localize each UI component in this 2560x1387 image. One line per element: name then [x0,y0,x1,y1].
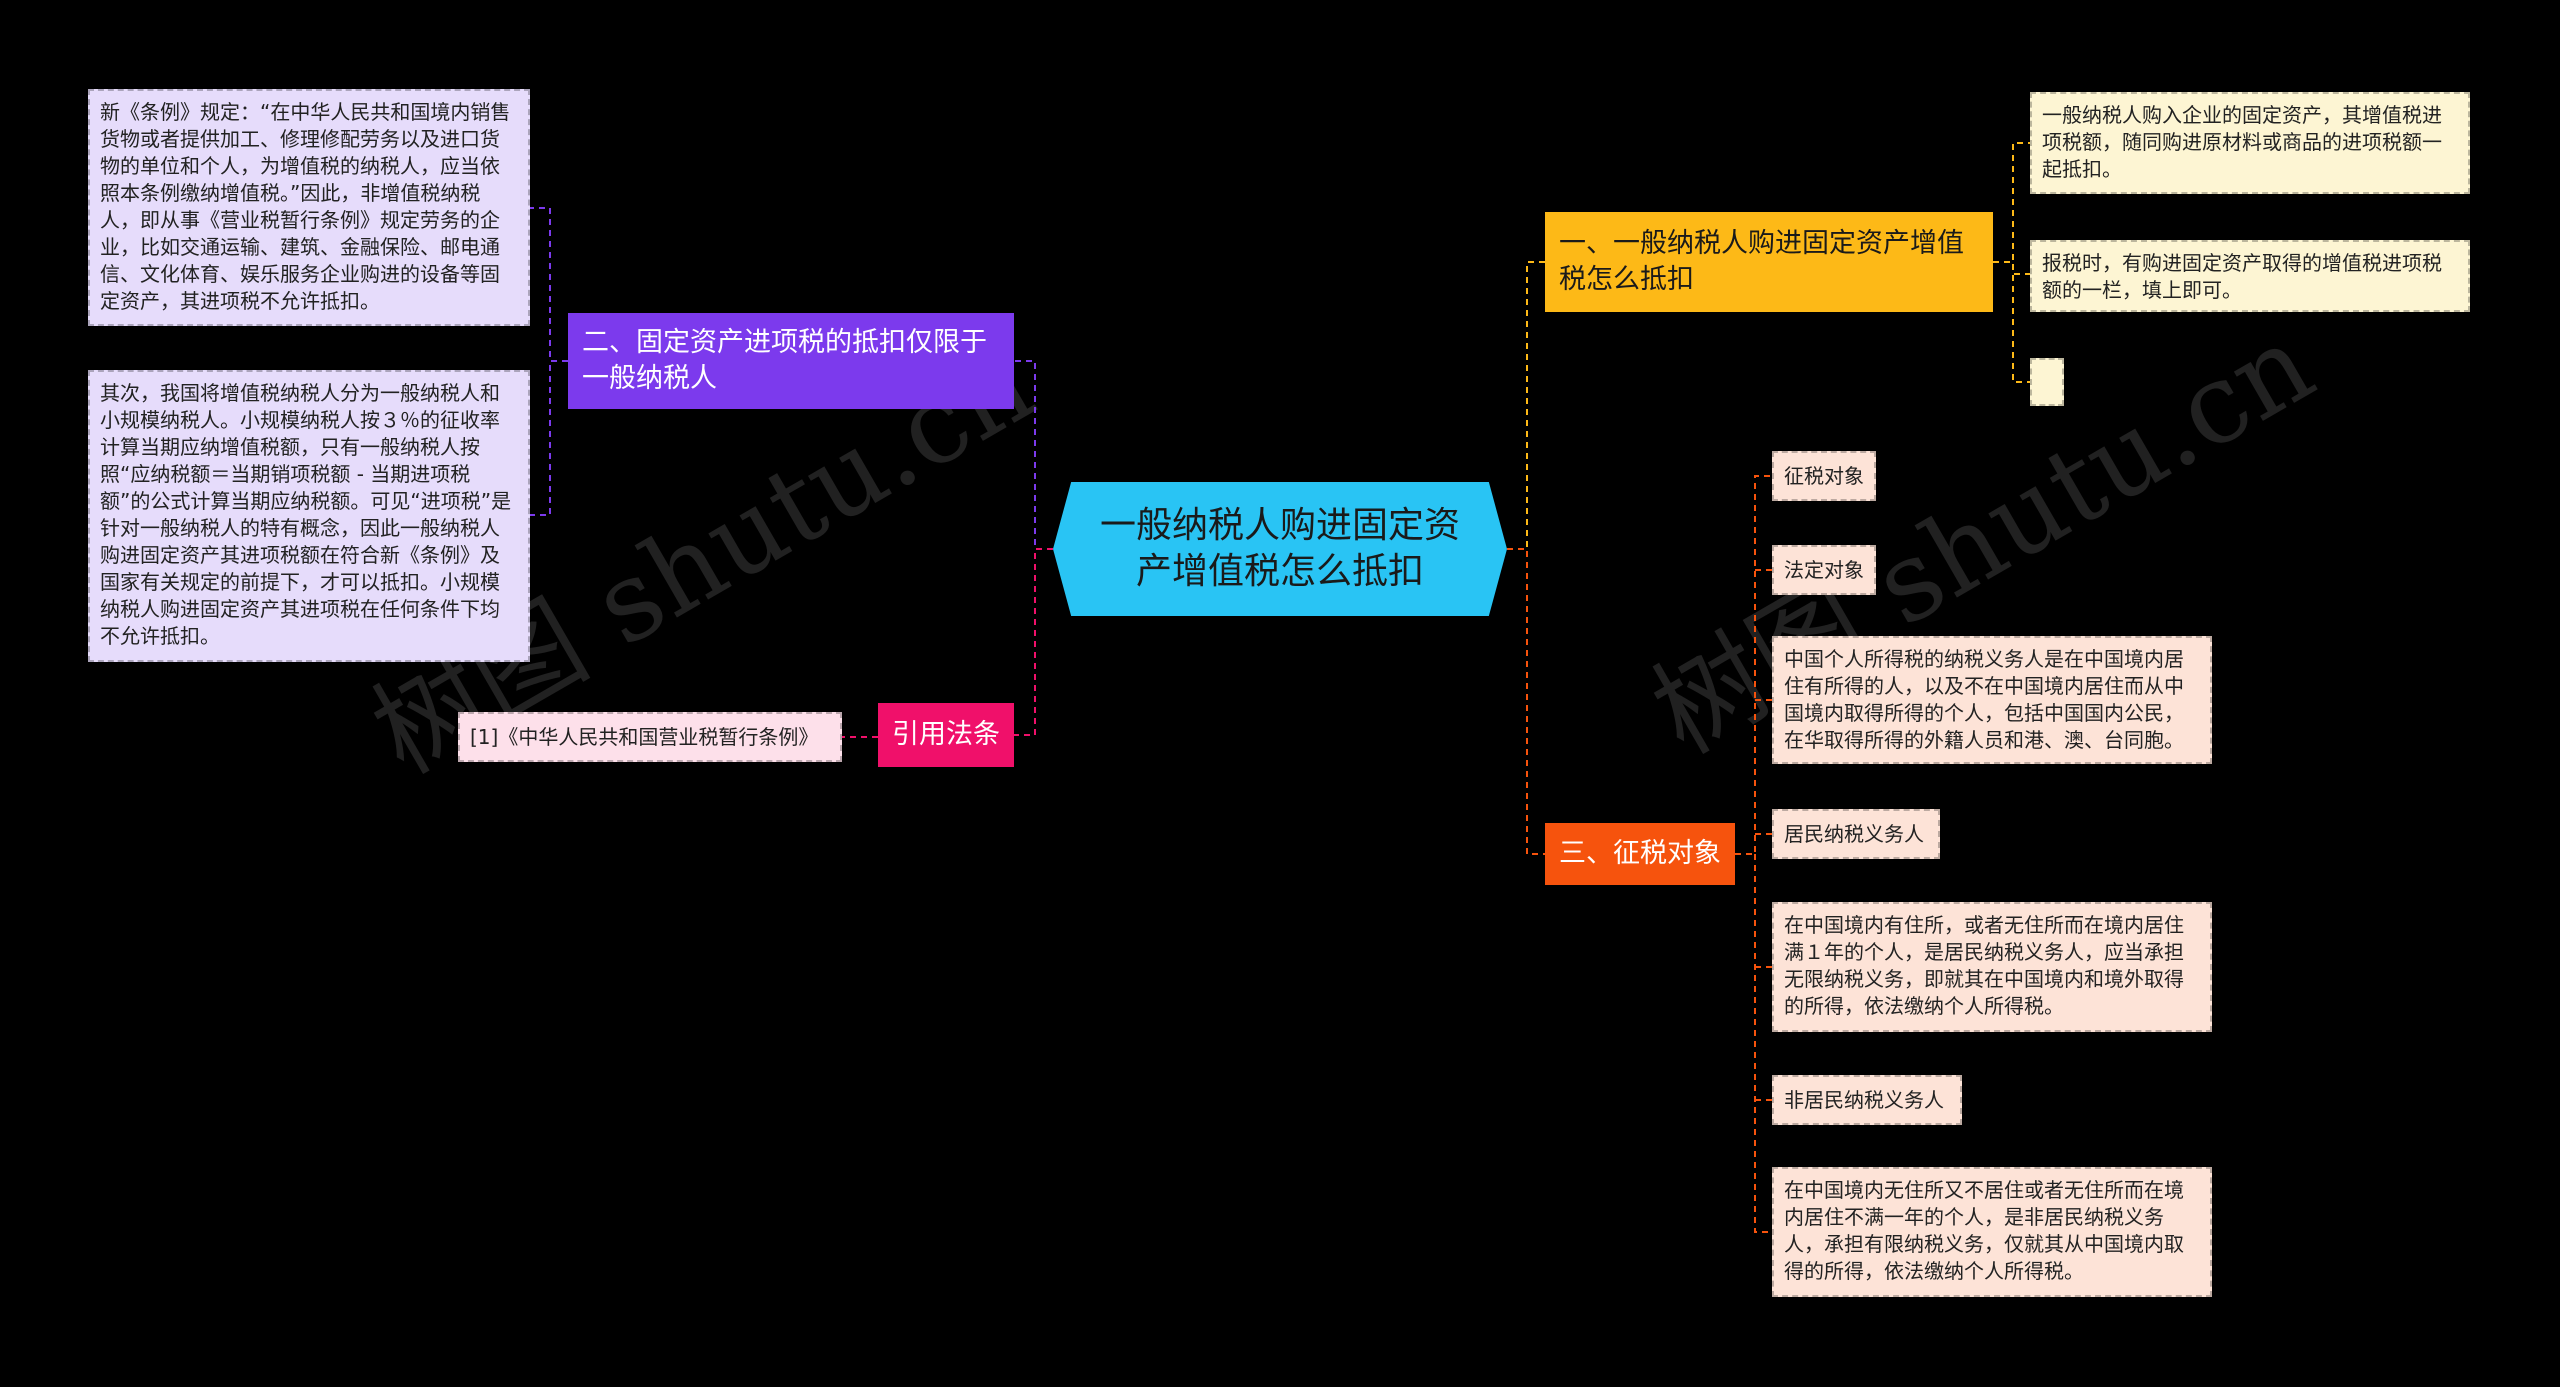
branch-label: 二、固定资产进项税的抵扣仅限于一般纳税人 [582,327,987,394]
leaf-text: 在中国境内无住所又不居住或者无住所而在境内居住不满一年的个人，是非居民纳税义务人… [1784,1178,2184,1283]
leaf-cited-law[interactable]: [1]《中华人民共和国营业税暂行条例》 [458,712,842,762]
leaf-nonresident-description[interactable]: 在中国境内无住所又不居住或者无住所而在境内居住不满一年的个人，是非居民纳税义务人… [1772,1167,2212,1297]
leaf-text: 新《条例》规定：“在中华人民共和国境内销售货物或者提供加工、修理修配劳务以及进口… [100,100,511,313]
branch-fixed-asset-deduction[interactable]: 二、固定资产进项税的抵扣仅限于一般纳税人 [568,313,1014,409]
leaf-text: [1]《中华人民共和国营业税暂行条例》 [470,724,819,749]
leaf-resident-description[interactable]: 在中国境内有住所，或者无住所而在境内居住满１年的个人，是居民纳税义务人，应当承担… [1772,902,2212,1032]
leaf-empty[interactable] [2030,358,2064,406]
branch-deduction-method[interactable]: 一、一般纳税人购进固定资产增值税怎么抵扣 [1545,212,1993,312]
branch-label: 引用法条 [892,719,1000,750]
branch-cited-law[interactable]: 引用法条 [878,703,1014,767]
leaf-tax-object[interactable]: 征税对象 [1772,451,1876,501]
central-topic-label: 一般纳税人购进固定资产增值税怎么抵扣 [1099,505,1460,592]
leaf-classification-text[interactable]: 其次，我国将增值税纳税人分为一般纳税人和小规模纳税人。小规模纳税人按３％的征收率… [88,370,530,662]
leaf-text: 一般纳税人购入企业的固定资产，其增值税进项税额，随同购进原材料或商品的进项税额一… [2042,103,2442,181]
leaf-deduction-detail[interactable]: 一般纳税人购入企业的固定资产，其增值税进项税额，随同购进原材料或商品的进项税额一… [2030,92,2470,194]
leaf-text: 征税对象 [1784,463,1864,488]
leaf-legal-object[interactable]: 法定对象 [1772,545,1876,595]
leaf-object-description[interactable]: 中国个人所得税的纳税义务人是在中国境内居住有所得的人，以及不在中国境内居住而从中… [1772,636,2212,764]
leaf-text: 中国个人所得税的纳税义务人是在中国境内居住有所得的人，以及不在中国境内居住而从中… [1784,647,2184,752]
leaf-text: 报税时，有购进固定资产取得的增值税进项税额的一栏，填上即可。 [2042,251,2442,302]
leaf-nonresident-taxpayer[interactable]: 非居民纳税义务人 [1772,1075,1962,1125]
leaf-text: 在中国境内有住所，或者无住所而在境内居住满１年的个人，是居民纳税义务人，应当承担… [1784,913,2184,1018]
central-topic[interactable]: 一般纳税人购进固定资产增值税怎么抵扣 [1053,482,1507,616]
branch-label: 三、征税对象 [1559,838,1721,869]
branch-label: 一、一般纳税人购进固定资产增值税怎么抵扣 [1559,228,1964,295]
branch-tax-object[interactable]: 三、征税对象 [1545,823,1735,885]
leaf-text: 居民纳税义务人 [1784,821,1924,846]
leaf-regulation-text[interactable]: 新《条例》规定：“在中华人民共和国境内销售货物或者提供加工、修理修配劳务以及进口… [88,89,530,326]
leaf-text: 其次，我国将增值税纳税人分为一般纳税人和小规模纳税人。小规模纳税人按３％的征收率… [100,381,512,648]
leaf-text: 法定对象 [1784,557,1864,582]
leaf-text: 非居民纳税义务人 [1784,1087,1944,1112]
leaf-resident-taxpayer[interactable]: 居民纳税义务人 [1772,809,1940,859]
leaf-filing-detail[interactable]: 报税时，有购进固定资产取得的增值税进项税额的一栏，填上即可。 [2030,240,2470,312]
